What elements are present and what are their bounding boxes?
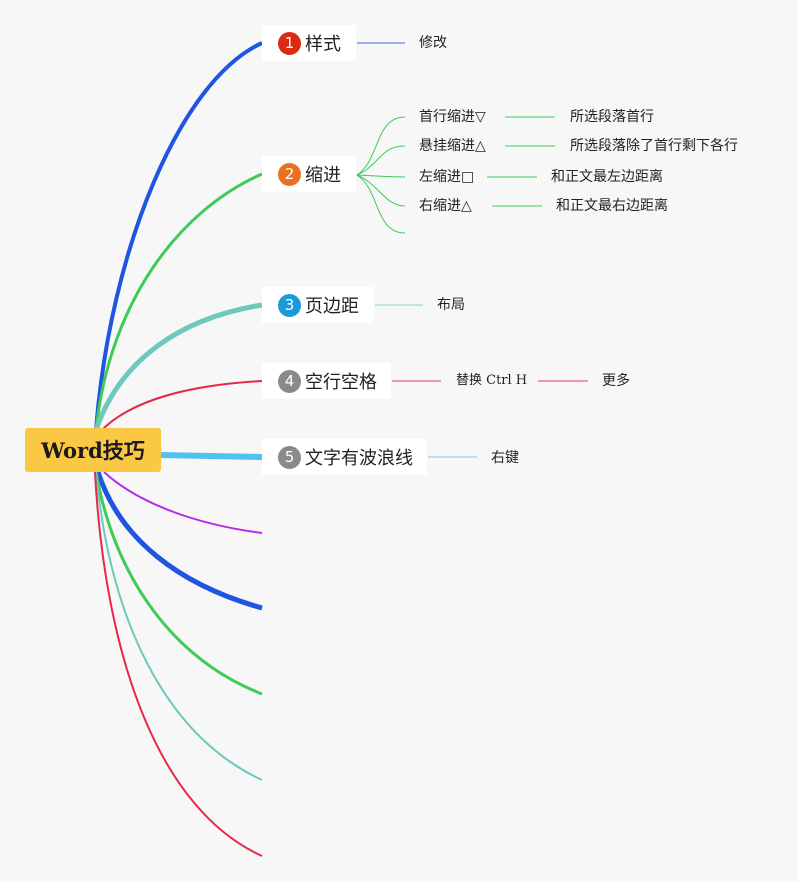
topic-1-label: 样式 (305, 34, 341, 55)
topic-3[interactable]: 3 页边距 (262, 287, 374, 323)
topic-3-child-1[interactable]: 布局 (437, 297, 465, 313)
branch-empty-4-line (95, 471, 263, 781)
badge-5-icon: 5 (278, 445, 301, 469)
topic-2-label: 缩进 (305, 165, 341, 186)
connector-2-notes (487, 116, 555, 207)
topic-3-label: 页边距 (305, 296, 359, 317)
topic-4-child-1[interactable]: 替换 Ctrl H (456, 373, 528, 388)
topic-4-label: 空行空格 (305, 372, 377, 393)
badge-4-icon: 4 (278, 369, 301, 393)
branch-2-line (94, 172, 263, 431)
badge-1-icon: 1 (278, 31, 301, 55)
root-topic[interactable]: Word技巧 (25, 428, 161, 472)
topic-5-child-1[interactable]: 右键 (491, 450, 519, 466)
topic-2-child-2[interactable]: 悬挂缩进△ (419, 138, 486, 154)
topic-1-child-1[interactable]: 修改 (419, 35, 447, 51)
topic-2-child-1-note[interactable]: 所选段落首行 (570, 109, 654, 125)
topic-4[interactable]: 4 空行空格 (262, 363, 391, 399)
branch-empty-3-line (94, 471, 263, 696)
branch-4-line (99, 380, 263, 433)
topic-2[interactable]: 2 缩进 (262, 156, 356, 192)
topic-2-child-3[interactable]: 左缩进□ (419, 169, 475, 185)
badge-2-icon: 2 (278, 162, 301, 186)
branch-empty-2-line (95, 471, 263, 611)
topic-2-child-4[interactable]: 右缩进△ (419, 198, 472, 214)
topic-4-child-2[interactable]: 更多 (602, 373, 630, 389)
topic-5[interactable]: 5 文字有波浪线 (262, 439, 427, 475)
branch-1-line (94, 41, 263, 431)
branch-5-line (159, 452, 263, 460)
topic-1[interactable]: 1 样式 (262, 25, 356, 61)
topic-2-child-3-note[interactable]: 和正文最左边距离 (551, 169, 663, 185)
topic-2-child-1[interactable]: 首行缩进▽ (419, 109, 486, 125)
branch-empty-1-line (103, 471, 263, 534)
connector-2-fan (356, 116, 406, 234)
topic-2-child-2-note[interactable]: 所选段落除了首行剩下各行 (570, 138, 738, 154)
topic-5-label: 文字有波浪线 (305, 448, 413, 469)
badge-3-icon: 3 (278, 293, 301, 317)
branch-empty-5-line (94, 471, 263, 857)
root-label: Word技巧 (41, 438, 145, 463)
topic-2-child-4-note[interactable]: 和正文最右边距离 (556, 198, 668, 214)
branch-3-line (93, 302, 263, 431)
